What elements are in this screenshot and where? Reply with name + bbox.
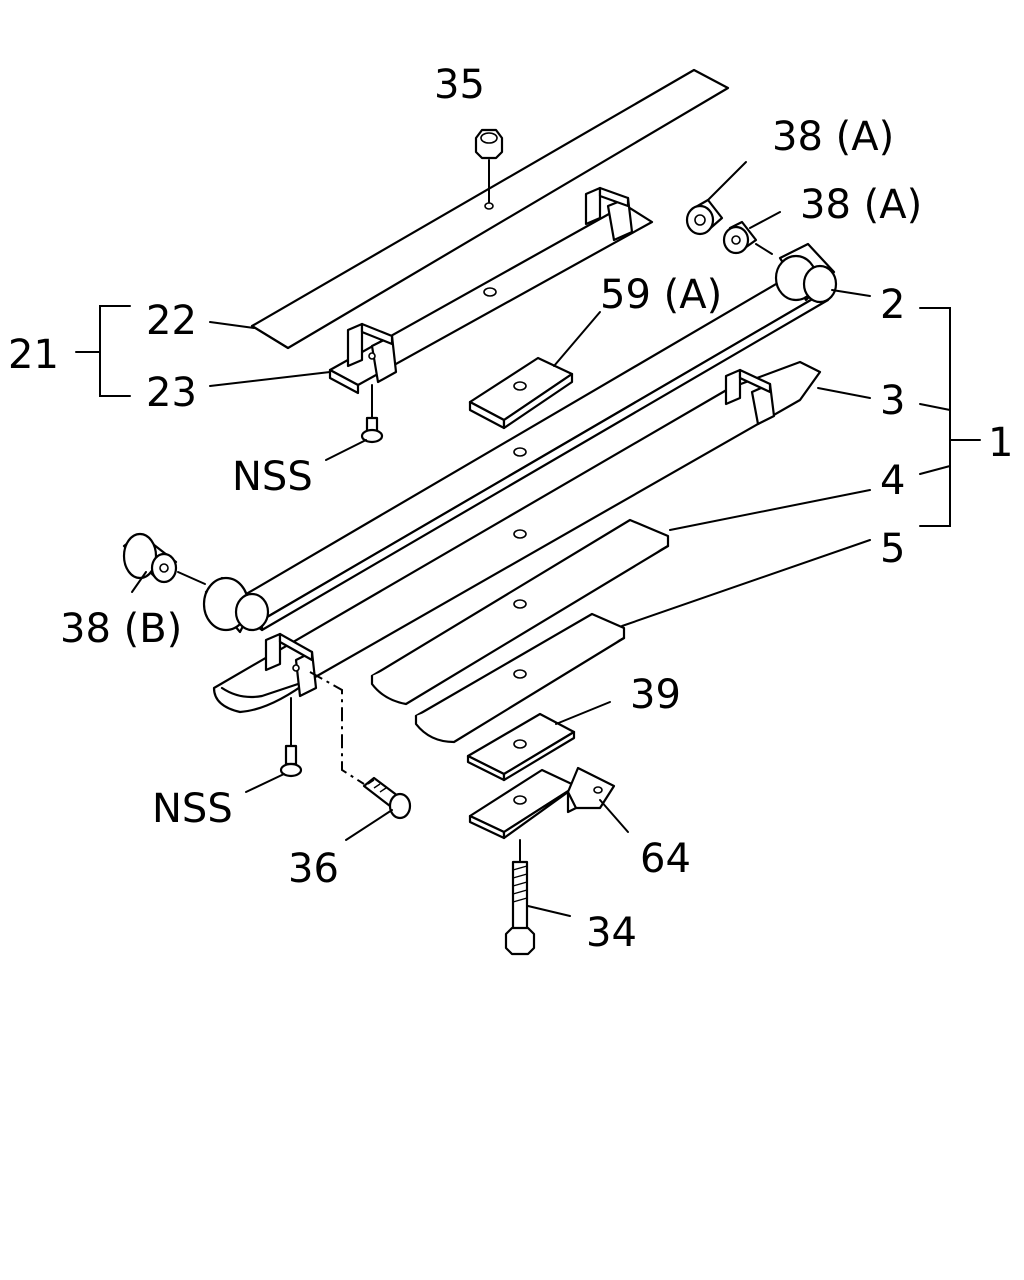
part-59a-pad: [468, 356, 574, 430]
part-2-main-leaf: [202, 242, 838, 634]
label-1: 1: [988, 420, 1013, 466]
part-23-helper-leaf-with-clips: [328, 186, 654, 395]
part-36-bolt: [309, 671, 412, 820]
label-4: 4: [880, 458, 905, 504]
part-64-bracket: [468, 766, 616, 840]
nss-rivet-upper: [360, 384, 384, 444]
label-39: 39: [630, 672, 681, 718]
label-64: 64: [640, 836, 691, 882]
part-4-third-leaf: [370, 518, 670, 706]
label-22: 22: [146, 298, 197, 344]
callout-labels: 35 38 (A) 38 (A) 22 21 23 59 (A) 2 3 1 4…: [8, 62, 1013, 956]
label-38a-upper: 38 (A): [772, 114, 894, 160]
label-34: 34: [586, 910, 637, 956]
part-38a-bushing-inner: [722, 220, 773, 255]
part-5-fourth-leaf: [414, 612, 626, 744]
part-38b-bushing: [122, 532, 206, 585]
part-35-nut: [474, 128, 504, 210]
part-38a-bushing-outer: [685, 198, 724, 236]
label-3: 3: [880, 378, 905, 424]
label-36: 36: [288, 846, 339, 892]
label-21: 21: [8, 332, 59, 378]
label-35: 35: [434, 62, 485, 108]
leader-lines: [75, 161, 981, 917]
part-3-second-leaf: [212, 360, 822, 714]
label-59a: 59 (A): [600, 272, 722, 318]
label-38a-lower: 38 (A): [800, 182, 922, 228]
label-nss-upper: NSS: [232, 454, 313, 500]
part-39-pad: [466, 712, 576, 782]
label-5: 5: [880, 526, 905, 572]
label-38b: 38 (B): [60, 606, 182, 652]
part-34-bolt: [504, 839, 536, 956]
nss-rivet-lower: [279, 697, 303, 778]
label-23: 23: [146, 370, 197, 416]
label-2: 2: [880, 282, 905, 328]
label-nss-lower: NSS: [152, 786, 233, 832]
